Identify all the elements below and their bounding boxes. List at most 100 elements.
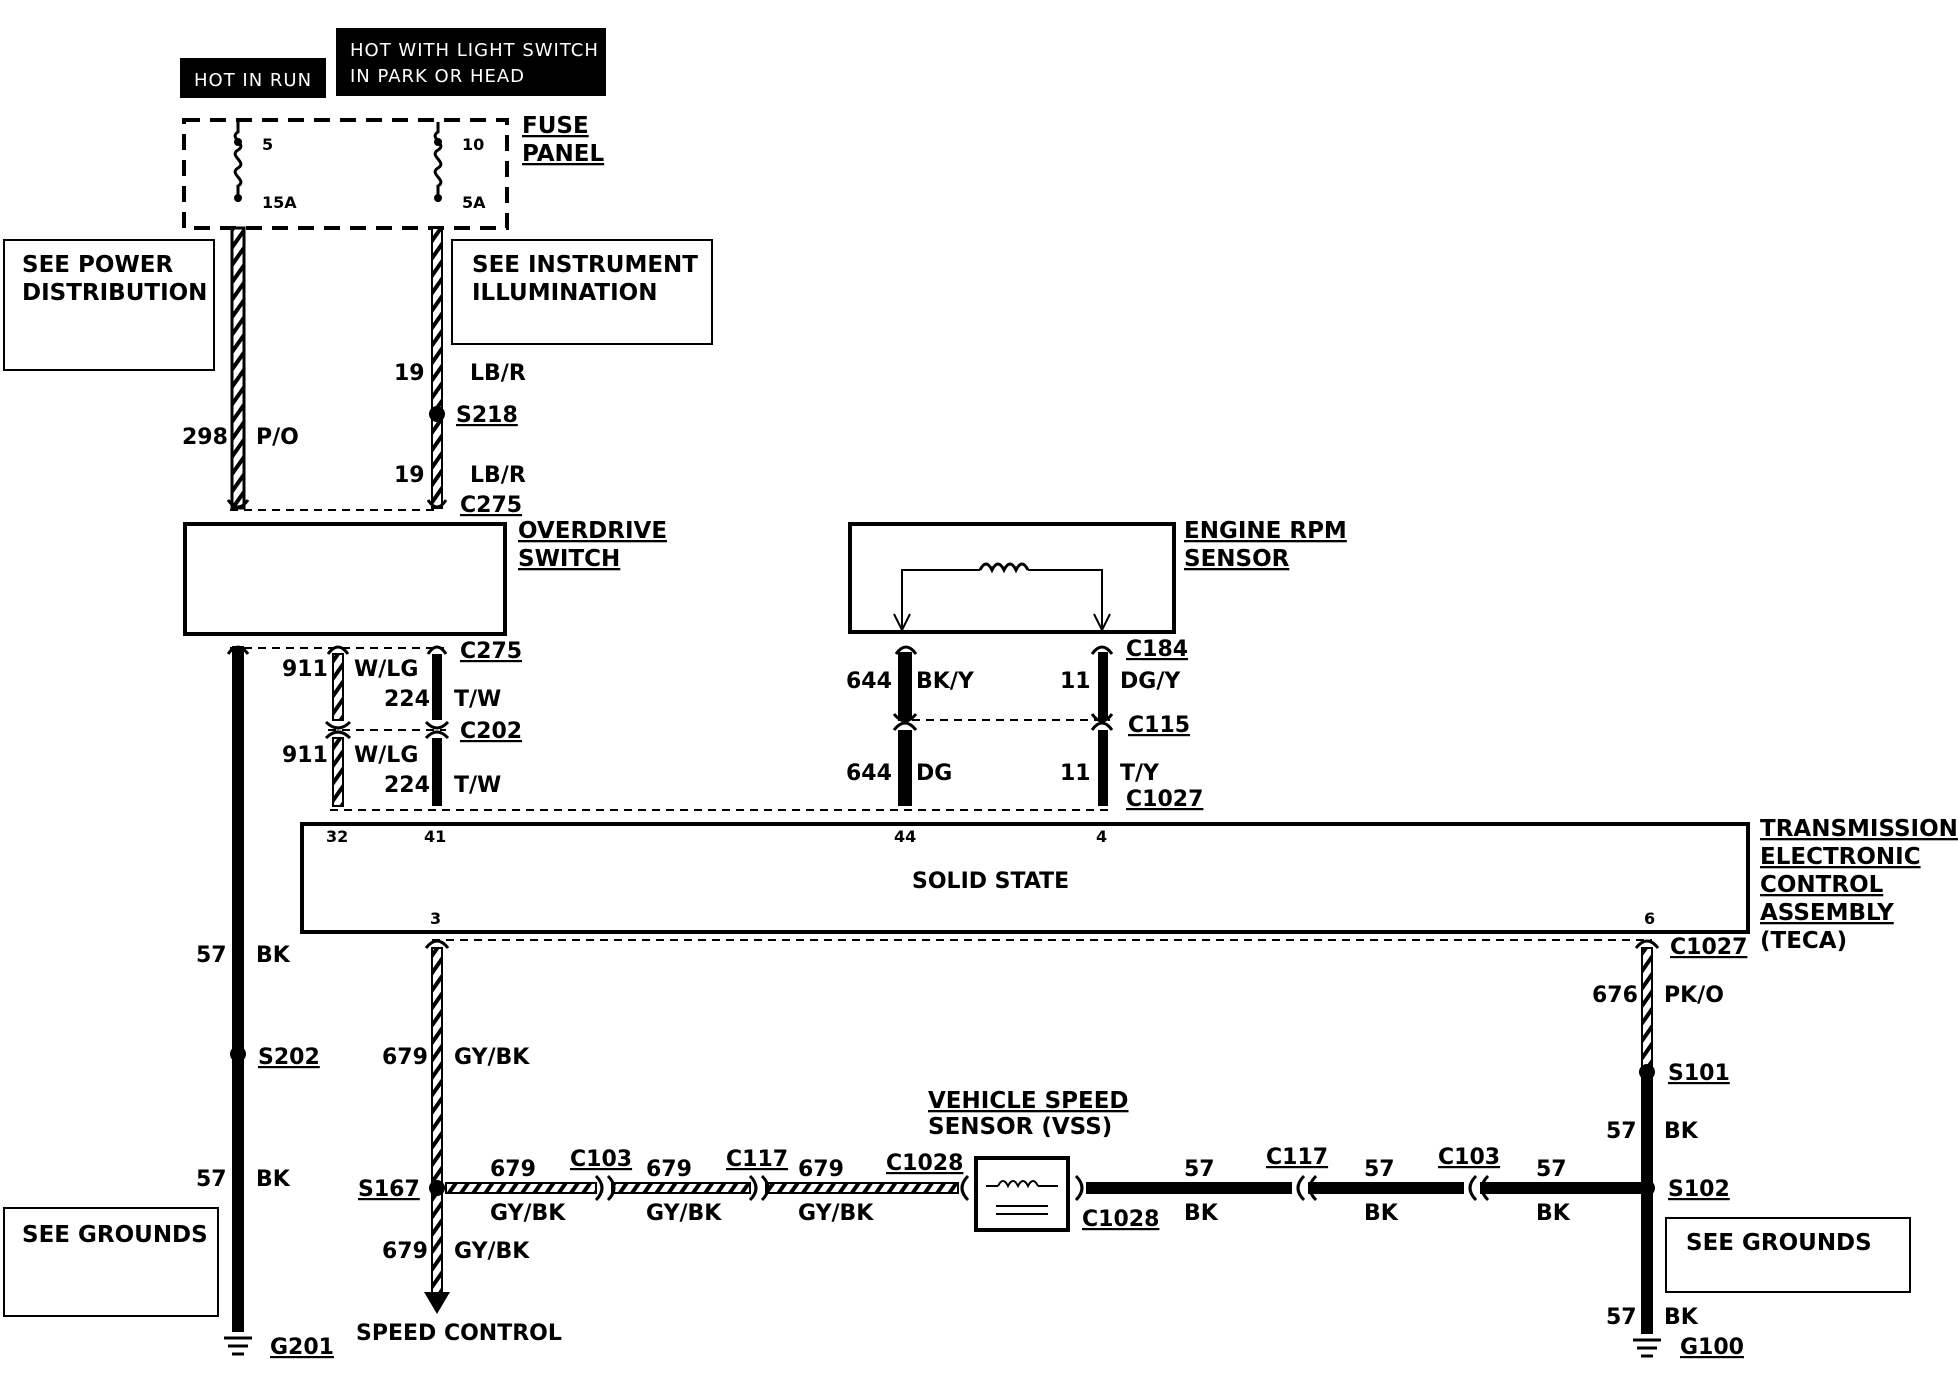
connector-c103-right: C103: [1438, 1145, 1500, 1202]
pin-44: 44: [894, 827, 916, 846]
teca-label-2: ELECTRONIC: [1760, 844, 1921, 870]
connector-c202-label: C202: [460, 719, 522, 744]
wire-57-left-lower-number: 57: [196, 1167, 227, 1192]
engine-rpm-label-2: SENSOR: [1184, 546, 1290, 572]
splice-s202: S202: [230, 1045, 320, 1070]
ground-g100-label: G100: [1680, 1335, 1744, 1360]
wire-57-horiz-2: [1308, 1182, 1464, 1194]
wire-19-upper-color: LB/R: [470, 361, 526, 386]
wire-57-horiz-3: [1480, 1182, 1644, 1194]
wire-298-number: 298: [182, 425, 228, 450]
wire-11-upper: [1098, 652, 1108, 720]
fuse-b-amperage: 5A: [462, 193, 486, 212]
wire-57-h2-number: 57: [1364, 1157, 1395, 1182]
connector-c202: C202: [324, 719, 522, 744]
connector-c103-left: C103: [570, 1147, 632, 1202]
wire-57-h1-color: BK: [1184, 1201, 1219, 1226]
wire-11-upper-number: 11: [1060, 669, 1091, 694]
wire-11-upper-color: DG/Y: [1120, 669, 1181, 694]
wire-679-lower-number: 679: [382, 1239, 428, 1264]
wire-679-vertical: 679 GY/BK 679 GY/BK: [382, 947, 530, 1314]
wire-224-upper: [432, 654, 442, 720]
wire-679-horiz-1: [445, 1182, 597, 1194]
connector-c184: C184: [894, 637, 1188, 662]
wire-57-left-lower-color: BK: [256, 1167, 291, 1192]
connector-c1028-left-label: C1028: [886, 1151, 963, 1176]
fuse-panel-label-1: FUSE: [522, 113, 589, 139]
wire-57-left-upper-number: 57: [196, 943, 227, 968]
splice-s167-label: S167: [358, 1177, 420, 1202]
connector-c1027-bottom-label: C1027: [1670, 935, 1747, 960]
hot-in-run-box: HOT IN RUN: [180, 58, 326, 98]
wire-644-upper-number: 644: [846, 669, 892, 694]
wire-57-horiz-1: [1086, 1182, 1292, 1194]
vehicle-speed-sensor: VEHICLE SPEED SENSOR (VSS): [928, 1088, 1129, 1232]
grounds-ref-right: SEE GROUNDS: [1686, 1230, 1872, 1256]
ground-g201: G201: [224, 1335, 334, 1360]
teca-label-5: (TECA): [1760, 928, 1847, 954]
pin-6: 6: [1644, 909, 1655, 928]
wire-644-upper: [898, 652, 912, 720]
wire-298: 298 P/O: [182, 226, 299, 510]
wire-19: 19 LB/R 19 LB/R: [394, 227, 526, 509]
wire-911-lower: [332, 737, 344, 807]
wire-644-lower: [898, 730, 912, 806]
connector-c275-bottom-label: C275: [460, 639, 522, 664]
see-power-distribution-box: SEE POWER DISTRIBUTION: [3, 239, 215, 371]
illum-ref-1: SEE INSTRUMENT: [472, 252, 698, 278]
wire-679-horiz-2: [611, 1182, 751, 1194]
wire-224-lower-color: T/W: [454, 773, 501, 798]
fuse-panel: FUSE PANEL 5 15A 10 5A: [182, 113, 605, 230]
wire-644-upper-color: BK/Y: [916, 669, 975, 694]
connector-c117-right-label: C117: [1266, 1145, 1328, 1170]
fuse-b-icon: [433, 122, 443, 202]
wire-679-h3-number: 679: [798, 1157, 844, 1182]
engine-rpm-label-1: ENGINE RPM: [1184, 518, 1347, 544]
splice-s218-label: S218: [456, 403, 518, 428]
wire-679-upper-color: GY/BK: [454, 1045, 530, 1070]
arrow-down-icon: [424, 1292, 450, 1314]
teca-module: SOLID STATE 32 41 44 4 3 6 TRANSMISSION …: [300, 816, 1958, 954]
wire-911-lower-color: W/LG: [354, 743, 418, 768]
wire-19-upper-number: 19: [394, 361, 425, 386]
connector-c1027-top-label: C1027: [1126, 787, 1203, 812]
wire-11-lower-color: T/Y: [1120, 761, 1160, 786]
connector-c117-left-label: C117: [726, 1147, 788, 1172]
splice-s102: S102: [1639, 1177, 1730, 1202]
teca-label-4: ASSEMBLY: [1760, 900, 1894, 926]
wire-11-lower-number: 11: [1060, 761, 1091, 786]
splice-s218: S218: [429, 403, 518, 428]
connector-c1028-left: C1028: [886, 1151, 970, 1202]
wire-644-lower-color: DG: [916, 761, 952, 786]
wire-57-right-upper-color: BK: [1664, 1119, 1699, 1144]
ground-g201-label: G201: [270, 1335, 334, 1360]
pin-4: 4: [1096, 827, 1107, 846]
fuse-b-number: 10: [462, 135, 484, 154]
wire-676-color: PK/O: [1664, 983, 1724, 1008]
hot-with-light-box: HOT WITH LIGHT SWITCH IN PARK OR HEAD: [336, 28, 606, 96]
coil-icon: [978, 562, 1030, 574]
hot-in-run-label: HOT IN RUN: [194, 70, 312, 91]
fuse-a-amperage: 15A: [262, 193, 297, 212]
wire-679-h2-number: 679: [646, 1157, 692, 1182]
splice-s101-label: S101: [1668, 1061, 1730, 1086]
illum-ref-2: ILLUMINATION: [472, 280, 657, 306]
teca-label-3: CONTROL: [1760, 872, 1884, 898]
wire-679-upper-number: 679: [382, 1045, 428, 1070]
overdrive-switch-label-1: OVERDRIVE: [518, 518, 667, 544]
vss-coil-icon: [997, 1180, 1039, 1189]
wire-57-right-lower-number: 57: [1606, 1305, 1637, 1330]
wire-911-lower-number: 911: [282, 743, 328, 768]
wire-679-h1-number: 679: [490, 1157, 536, 1182]
overdrive-switch: OVERDRIVE SWITCH: [183, 518, 667, 636]
speed-control-label: SPEED CONTROL: [356, 1321, 562, 1346]
vss-label-2: SENSOR (VSS): [928, 1114, 1112, 1140]
wire-679-horiz-3: [765, 1182, 959, 1194]
wire-57-h3-color: BK: [1536, 1201, 1571, 1226]
connector-c117-right: C117: [1266, 1145, 1328, 1202]
wire-57-left-upper-color: BK: [256, 943, 291, 968]
connector-c103-right-label: C103: [1438, 1145, 1500, 1170]
see-grounds-left-box: SEE GROUNDS: [3, 1207, 219, 1317]
power-ref-1: SEE POWER: [22, 252, 173, 278]
